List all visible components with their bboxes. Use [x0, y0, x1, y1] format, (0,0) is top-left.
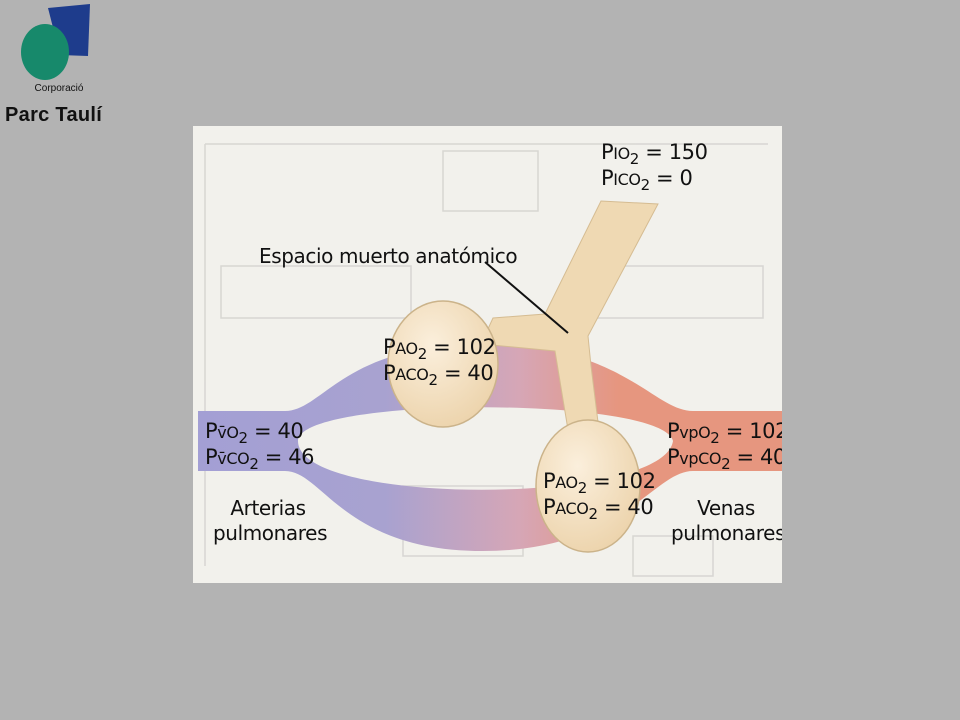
inspired-co2: PICO2 = 0 — [601, 166, 693, 194]
logo-small-text: Corporació — [34, 83, 84, 94]
gas-exchange-diagram: PIO2 = 150 PICO2 = 0 Espacio muerto anat… — [193, 126, 782, 583]
inspired-pressures: PIO2 = 150 PICO2 = 0 — [601, 140, 708, 194]
dead-space-leader-line — [484, 261, 569, 334]
dead-space-label: Espacio muerto anatómico — [259, 244, 518, 268]
diagram-artwork — [198, 143, 782, 577]
logo-big-text: Parc Taulí — [5, 104, 103, 126]
arteries-label: Arterias pulmonares — [213, 496, 328, 546]
parc-tauli-logo: Corporació Parc Taulí — [0, 0, 130, 135]
veins-label: Venas pulmonares — [671, 496, 782, 546]
alveolar-pressures-bottom: PAO2 = 102 PACO2 = 40 — [543, 469, 656, 523]
alveolus-bottom — [535, 419, 641, 553]
venous-co2: Pv̄CO2 = 46 — [205, 445, 315, 473]
alveolar-top-co2: PACO2 = 40 — [383, 361, 494, 389]
pulmonary-vein-co2: PvpCO2 = 40 — [667, 445, 782, 473]
venous-o2: Pv̄O2 = 40 — [205, 419, 304, 447]
pulmonary-vein-o2: PvpO2 = 102 — [667, 419, 782, 447]
venous-pressures: Pv̄O2 = 40 Pv̄CO2 = 46 — [205, 419, 315, 473]
alveolar-pressures-top: PAO2 = 102 PACO2 = 40 — [383, 335, 496, 389]
arteries-label-line1: Arterias — [230, 496, 306, 520]
arteries-label-line2: pulmonares — [213, 521, 328, 545]
alveolus-top — [387, 300, 499, 428]
pulmonary-vein-pressures: PvpO2 = 102 PvpCO2 = 40 — [667, 419, 782, 473]
veins-label-line2: pulmonares — [671, 521, 782, 545]
logo-mark-icon — [21, 4, 90, 80]
veins-label-line1: Venas — [697, 496, 755, 520]
alveolar-bottom-co2: PACO2 = 40 — [543, 495, 654, 523]
alveolar-bottom-o2: PAO2 = 102 — [543, 469, 656, 497]
inspired-o2: PIO2 = 150 — [601, 140, 708, 168]
alveolar-top-o2: PAO2 = 102 — [383, 335, 496, 363]
